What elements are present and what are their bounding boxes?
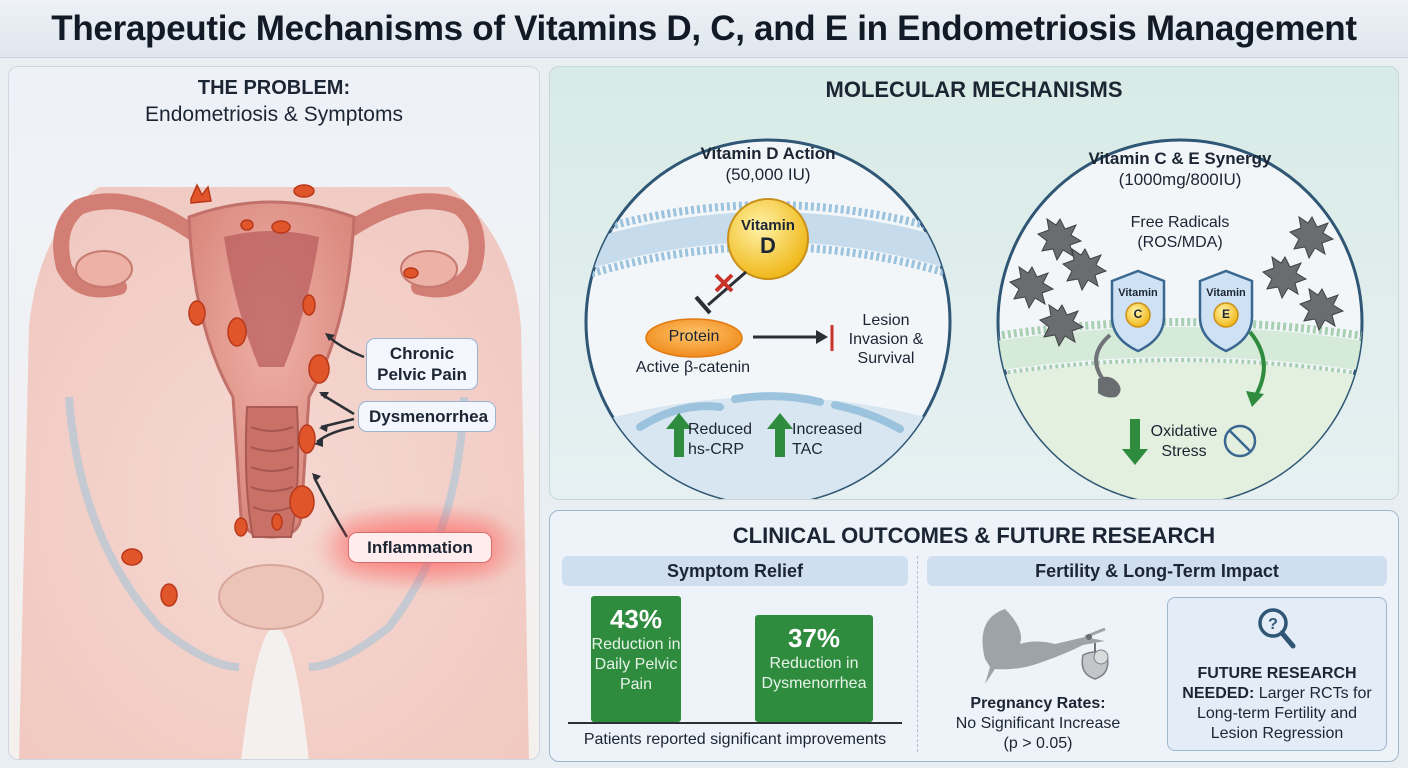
vitamin-d-badge-letter: D <box>760 233 776 258</box>
vitamin-d-dose: (50,000 IU) <box>725 165 811 184</box>
problem-panel: THE PROBLEM: Endometriosis & Symptoms <box>8 66 540 760</box>
anatomy-illustration <box>19 183 529 759</box>
callout-chronic-pelvic-pain: Chronic Pelvic Pain <box>366 338 478 390</box>
increased-tac-label: Increased TAC <box>792 421 863 458</box>
pregnancy-title: Pregnancy Rates: <box>970 695 1106 712</box>
research-line2: NEEDED: Larger RCTs for <box>1182 685 1372 702</box>
clinical-panel: CLINICAL OUTCOMES & FUTURE RESEARCH Symp… <box>549 510 1399 762</box>
magnifier-question-icon: ? <box>1258 608 1296 649</box>
uterine-cavity <box>224 231 319 367</box>
reduced-hscrp-label: Reduced hs-CRP <box>688 421 753 458</box>
vitamin-d-badge <box>727 198 809 280</box>
shield-c-letter: C <box>1133 307 1143 321</box>
uterus <box>187 200 356 539</box>
bar-baseline <box>568 722 902 724</box>
pregnancy-p-value: (p > 0.05) <box>1003 735 1073 752</box>
protein-shape <box>645 318 743 358</box>
vaginal-canal <box>244 406 300 538</box>
callout-inflammation: Inflammation <box>348 532 492 563</box>
bar-caption: Patients reported significant improvemen… <box>583 731 887 748</box>
symptom-relief-header: Symptom Relief <box>562 556 908 586</box>
title-bar: Therapeutic Mechanisms of Vitamins D, C,… <box>0 0 1408 58</box>
bar-pelvic-pain: 43% Reduction in Daily Pelvic Pain <box>591 596 681 722</box>
neutralized-radical <box>1098 376 1121 398</box>
ovary-left <box>75 250 133 288</box>
problem-heading: THE PROBLEM: <box>197 77 351 99</box>
ovary-right <box>400 250 458 288</box>
block-x-icon <box>714 273 734 293</box>
green-up-arrows <box>666 413 793 457</box>
clinical-heading: CLINICAL OUTCOMES & FUTURE RESEARCH <box>732 523 1216 548</box>
oxidative-stress-label: Oxidative Stress <box>1150 423 1218 460</box>
vitamin-ce-dose: (1000mg/800IU) <box>1118 170 1242 189</box>
shield-e-label: Vitamin <box>1206 287 1246 299</box>
svg-text:?: ? <box>1268 616 1278 633</box>
section-divider <box>917 556 918 752</box>
research-title: FUTURE RESEARCH <box>1197 665 1357 682</box>
protein-label: Protein <box>668 328 720 345</box>
mechanisms-panel: MOLECULAR MECHANISMS <box>549 66 1399 500</box>
shield-e-letter: E <box>1221 307 1230 321</box>
pregnancy-result: No Significant Increase <box>955 715 1121 732</box>
research-line3: Long-term Fertility and <box>1196 705 1358 722</box>
bar-dysmenorrhea: 37% Reduction in Dysmenorrhea <box>755 615 873 722</box>
down-arrow-icon <box>1122 419 1148 465</box>
free-radicals-label: Free Radicals (ROS/MDA) <box>1130 214 1230 251</box>
pelvis-line-left <box>65 396 240 671</box>
research-line4: Lesion Regression <box>1210 725 1344 742</box>
page-title: Therapeutic Mechanisms of Vitamins D, C,… <box>51 8 1357 48</box>
stork-icon <box>982 609 1109 684</box>
pelvis-line-right <box>308 396 468 671</box>
mechanisms-illustration <box>584 138 1364 499</box>
shield-c-label: Vitamin <box>1118 287 1158 299</box>
bladder <box>218 564 324 630</box>
lesion-label: Lesion Invasion & Survival <box>848 312 924 367</box>
problem-header: THE PROBLEM: Endometriosis & Symptoms <box>9 77 539 127</box>
vitamin-ce-title: Vitamin C & E Synergy <box>1088 149 1272 168</box>
tube-left <box>53 193 207 298</box>
tube-right <box>331 193 485 298</box>
green-curved-arrow <box>1248 330 1266 398</box>
callout-dysmenorrhea: Dysmenorrhea <box>358 401 496 432</box>
mechanisms-heading: MOLECULAR MECHANISMS <box>825 77 1123 102</box>
fertility-header: Fertility & Long-Term Impact <box>927 556 1387 586</box>
problem-subheading: Endometriosis & Symptoms <box>145 103 403 126</box>
free-radical-icons <box>1008 215 1345 348</box>
future-research-box: ? FUTURE RESEARCH NEEDED: Larger RCTs fo… <box>1167 597 1387 751</box>
endometriosis-lesions <box>121 183 419 607</box>
vitamin-d-title: Vitamin D Action <box>700 144 836 163</box>
beta-catenin-label: Active β-catenin <box>635 359 751 376</box>
no-radical-icon <box>1223 424 1257 458</box>
vitamin-d-badge-label: Vitamin <box>741 217 795 234</box>
